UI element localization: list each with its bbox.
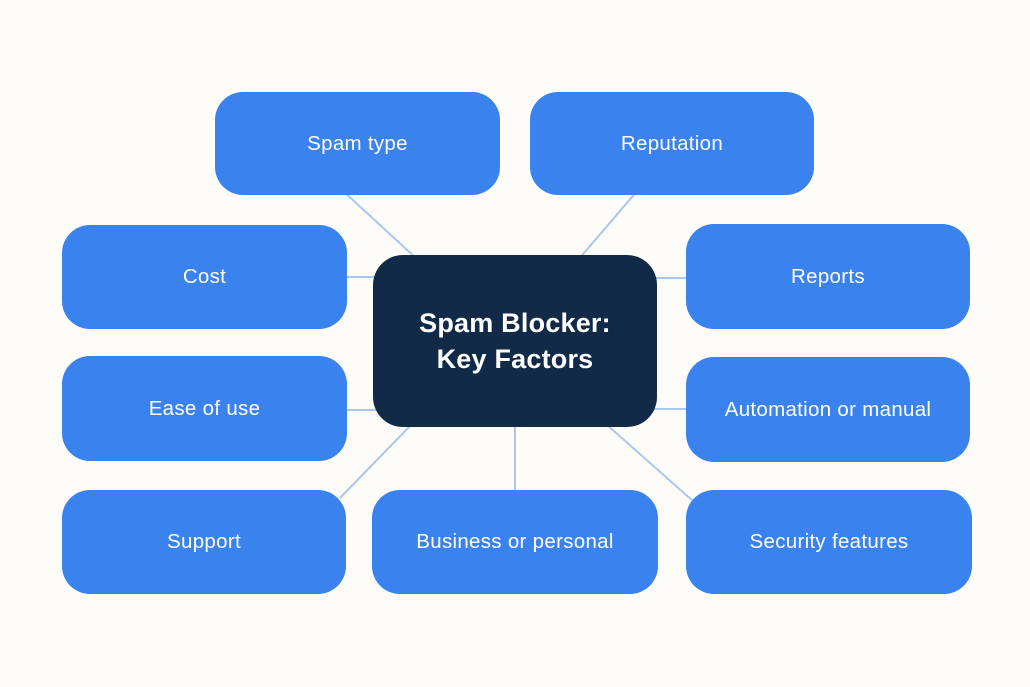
- node-reputation[interactable]: Reputation: [530, 92, 814, 195]
- node-spam-type[interactable]: Spam type: [215, 92, 500, 195]
- node-label: Security features: [749, 530, 909, 553]
- node-label: Ease of use: [148, 396, 261, 420]
- center-label-line1: Spam Blocker:: [419, 307, 611, 338]
- node-reports[interactable]: Reports: [686, 224, 970, 329]
- connector-spam-type: [341, 189, 419, 261]
- node-ease-of-use[interactable]: Ease of use: [62, 356, 347, 461]
- node-label: Spam type: [307, 131, 408, 155]
- node-label: Business or personal: [416, 530, 614, 553]
- node-security-features[interactable]: Security features: [686, 490, 972, 594]
- connector-security-features: [605, 423, 695, 503]
- node-support[interactable]: Support: [62, 490, 346, 594]
- connector-support: [339, 423, 413, 499]
- connector-reputation: [577, 189, 639, 261]
- node-automation-or-manual[interactable]: Automation or manual: [686, 357, 970, 462]
- node-label: Automation or manual: [724, 397, 932, 421]
- node-business-or-personal[interactable]: Business or personal: [372, 490, 658, 594]
- center-label-line2: Key Factors: [436, 344, 594, 374]
- node-label: Reputation: [620, 131, 724, 155]
- node-label: Support: [167, 530, 241, 553]
- node-label: Cost: [182, 265, 227, 288]
- node-center-spam-blocker-key-factors[interactable]: Spam Blocker: Key Factors: [373, 255, 657, 427]
- node-label: Reports: [791, 264, 865, 288]
- node-cost[interactable]: Cost: [62, 225, 347, 329]
